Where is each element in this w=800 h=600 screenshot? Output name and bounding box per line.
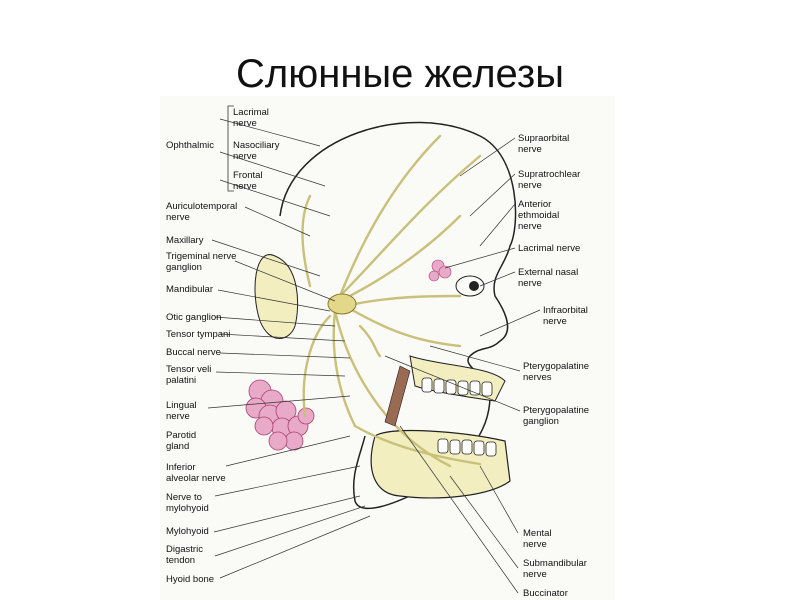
label-lacrimal-nerve-right: Lacrimal nerve	[518, 243, 581, 254]
label-lacrimal-nerve: Lacrimal nerve	[233, 107, 269, 129]
parotid-gland	[245, 379, 315, 451]
label-trigeminal-nerve-ganglion: Trigeminal nerve ganglion	[166, 251, 237, 273]
label-mandibular: Mandibular	[166, 284, 213, 295]
slide-title: Слюнные железы	[236, 52, 564, 96]
skull-outline	[279, 121, 517, 510]
upper-teeth	[421, 377, 493, 397]
label-infraorbital-nerve: Infraorbital nerve	[543, 305, 588, 327]
label-submandibular-nerve: Submandibular nerve	[523, 558, 587, 580]
lower-teeth	[437, 438, 497, 457]
label-auriculotemporal-nerve: Auriculotemporal nerve	[166, 201, 238, 223]
label-inferior-alveolar-nerve: Inferior alveolar nerve	[166, 462, 226, 484]
ear	[254, 254, 299, 339]
trigeminal-ganglion	[327, 293, 357, 315]
lacrimal-gland	[428, 259, 452, 282]
label-tensor-tympani: Tensor tympani	[166, 329, 231, 340]
anatomy-figure: Lacrimal nerve Nasociliary nerve Frontal…	[160, 96, 615, 600]
label-mental-nerve: Mental nerve	[523, 528, 552, 550]
label-pterygopalatine-nerves: Pterygopalatine nerves	[523, 361, 590, 383]
label-mylohyoid: Mylohyoid	[166, 526, 209, 537]
label-frontal-nerve: Frontal nerve	[233, 170, 263, 192]
leader-lines	[207, 118, 541, 594]
label-lingual-nerve: Lingual nerve	[166, 400, 197, 422]
label-hyoid-bone: Hyoid bone	[166, 574, 215, 585]
label-ophthalmic: Ophthalmic	[166, 140, 215, 151]
label-external-nasal-nerve: External nasal nerve	[518, 267, 579, 289]
label-nerve-to-mylohyoid: Nerve to mylohyoid	[166, 492, 209, 514]
label-otic-ganglion: Otic ganglion	[166, 312, 222, 323]
label-anterior-ethmoidal-nerve: Anterior ethmoidal nerve	[518, 199, 560, 232]
label-digastric-tendon: Digastric tendon	[166, 544, 203, 566]
eye	[455, 275, 485, 297]
label-supraorbital-nerve: Supraorbital nerve	[518, 133, 570, 155]
label-buccinator: Buccinator	[523, 588, 568, 599]
nerve-paths	[301, 134, 482, 468]
label-pterygopalatine-ganglion: Pterygopalatine ganglion	[523, 405, 590, 427]
label-nasociliary-nerve: Nasociliary nerve	[233, 140, 280, 162]
label-parotid-gland: Parotid gland	[166, 430, 197, 452]
skull-nerve-illustration	[207, 105, 541, 594]
label-buccal-nerve: Buccal nerve	[166, 347, 221, 358]
buccinator-muscle	[384, 365, 411, 427]
label-maxillary: Maxillary	[166, 235, 204, 246]
label-supratrochlear-nerve: Supratrochlear nerve	[518, 169, 581, 191]
label-tensor-veli-palatini: Tensor veli palatini	[166, 364, 212, 386]
ophthalmic-bracket	[227, 105, 234, 192]
